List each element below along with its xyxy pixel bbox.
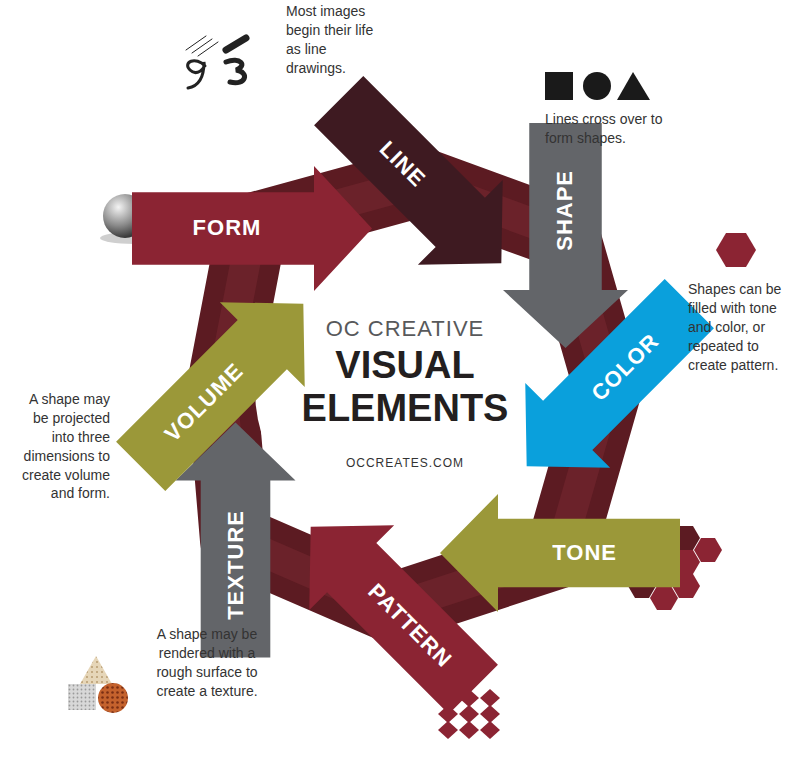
texture-icon — [68, 656, 128, 713]
brand-text: OC CREATIVE — [255, 314, 555, 344]
arrow-label: TONE — [553, 542, 618, 564]
hexagon-icon — [716, 233, 756, 267]
arrow-fill — [98, 261, 345, 508]
callout-note: A shape may be rendered with a rough sur… — [142, 625, 272, 701]
arrow-fill — [268, 484, 515, 731]
arrow-fill — [440, 494, 680, 612]
callout-note: A shape may be projected into three dime… — [12, 390, 110, 503]
line-icon — [186, 36, 246, 88]
callout-note: Lines cross over to form shapes. — [545, 110, 663, 148]
callout-note: Shapes can be filled with tone and color… — [688, 280, 792, 374]
arrow-fill — [503, 123, 628, 348]
callout-note: Most images begin their life as line dra… — [286, 2, 378, 78]
arrow-label: FORM — [193, 217, 262, 239]
arrow-node: SHAPE — [503, 123, 628, 348]
arrow-fill — [132, 166, 372, 291]
arrow-node: FORM — [132, 166, 372, 291]
diagram-title: VISUAL ELEMENTS — [285, 344, 525, 429]
arrow-label: TEXTURE — [224, 510, 246, 620]
shapes-icon — [545, 72, 650, 100]
brand-text: OCCREATES.COM — [255, 455, 555, 471]
center-disc — [255, 240, 555, 540]
arrow-label: SHAPE — [554, 170, 576, 251]
arrow-node: TONE — [440, 494, 680, 612]
arrow-fill — [484, 261, 731, 508]
